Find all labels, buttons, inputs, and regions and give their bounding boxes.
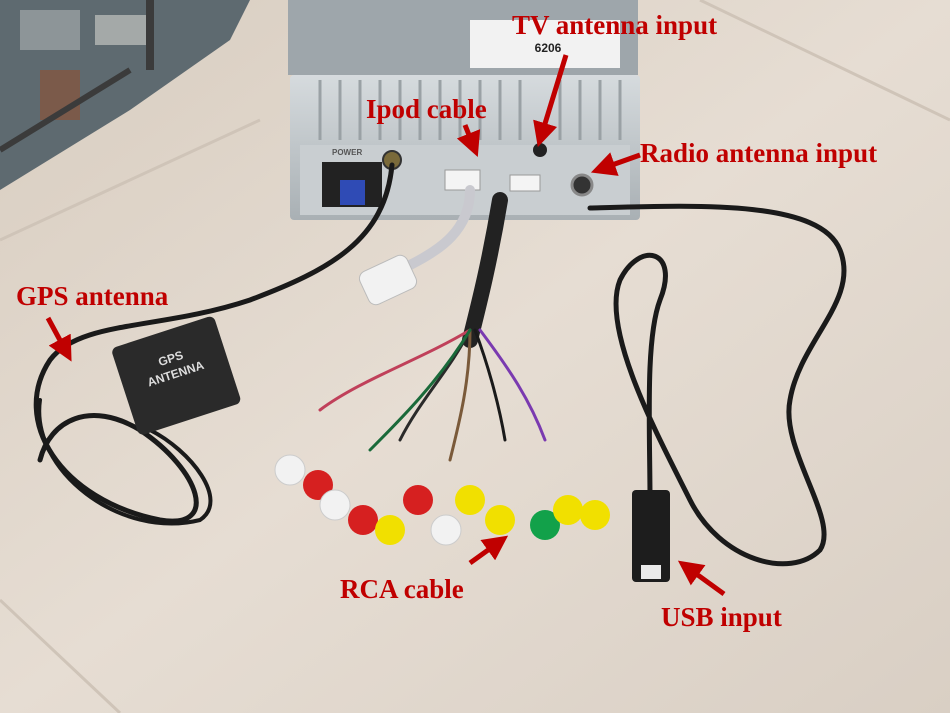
radio-antenna-arrow (590, 152, 641, 176)
ipod-port (444, 169, 481, 191)
gps-antenna-puck: GPS ANTENNA (112, 316, 241, 435)
ipod-cable-arrow (456, 124, 481, 157)
rca-cable-label: RCA cable (340, 574, 464, 604)
gps-antenna-arrow (45, 316, 72, 362)
radio-antenna-port (570, 173, 594, 197)
tv-antenna-port (533, 143, 547, 157)
ipod-cable-label: Ipod cable (366, 94, 487, 124)
gps-antenna-label: GPS antenna (16, 281, 169, 311)
usb-connector (632, 490, 670, 582)
usb-input-arrow (677, 560, 726, 597)
rca-cable-arrow (468, 535, 509, 566)
rca-plugs (274, 454, 610, 546)
radio-antenna-label: Radio antenna input (640, 138, 878, 168)
usb-input-label: USB input (661, 602, 782, 632)
annotation-arrows (45, 54, 726, 597)
power-port-label: POWER (332, 148, 362, 157)
model-label: 6206 (535, 41, 562, 55)
tv-antenna-label: TV antenna input (512, 10, 718, 40)
tv-antenna-arrow (533, 54, 569, 148)
window-view (0, 0, 250, 190)
ipod-connector (358, 254, 418, 306)
